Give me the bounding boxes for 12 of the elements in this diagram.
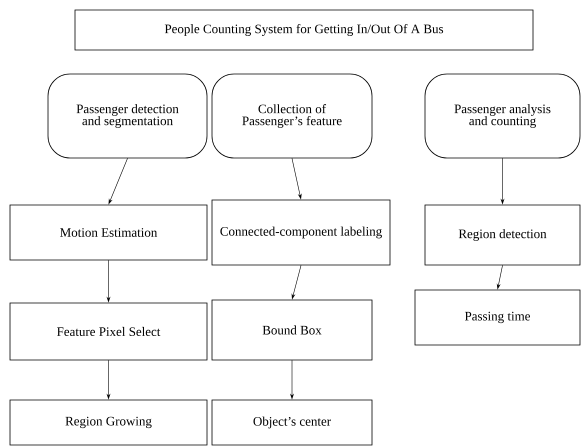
stage-terminal: Passenger detection and segmentation — [48, 74, 208, 158]
process-box: Motion Estimation — [10, 204, 208, 260]
stage-terminal: Collection of Passenger’s feature — [212, 74, 372, 158]
stage-terminal: Passenger analysis and counting — [424, 74, 580, 158]
process-box: Region Growing — [10, 400, 208, 446]
process-box: Connected-component labeling — [212, 200, 390, 266]
title-box: People Counting System for Getting In/Out Of A Bus — [74, 10, 534, 50]
process-box: Region detection — [424, 204, 580, 266]
process-box: Object’s center — [212, 400, 372, 446]
process-box: Feature Pixel Select — [10, 302, 208, 360]
process-box: Passing time — [414, 290, 580, 346]
process-box: Bound Box — [212, 300, 372, 360]
